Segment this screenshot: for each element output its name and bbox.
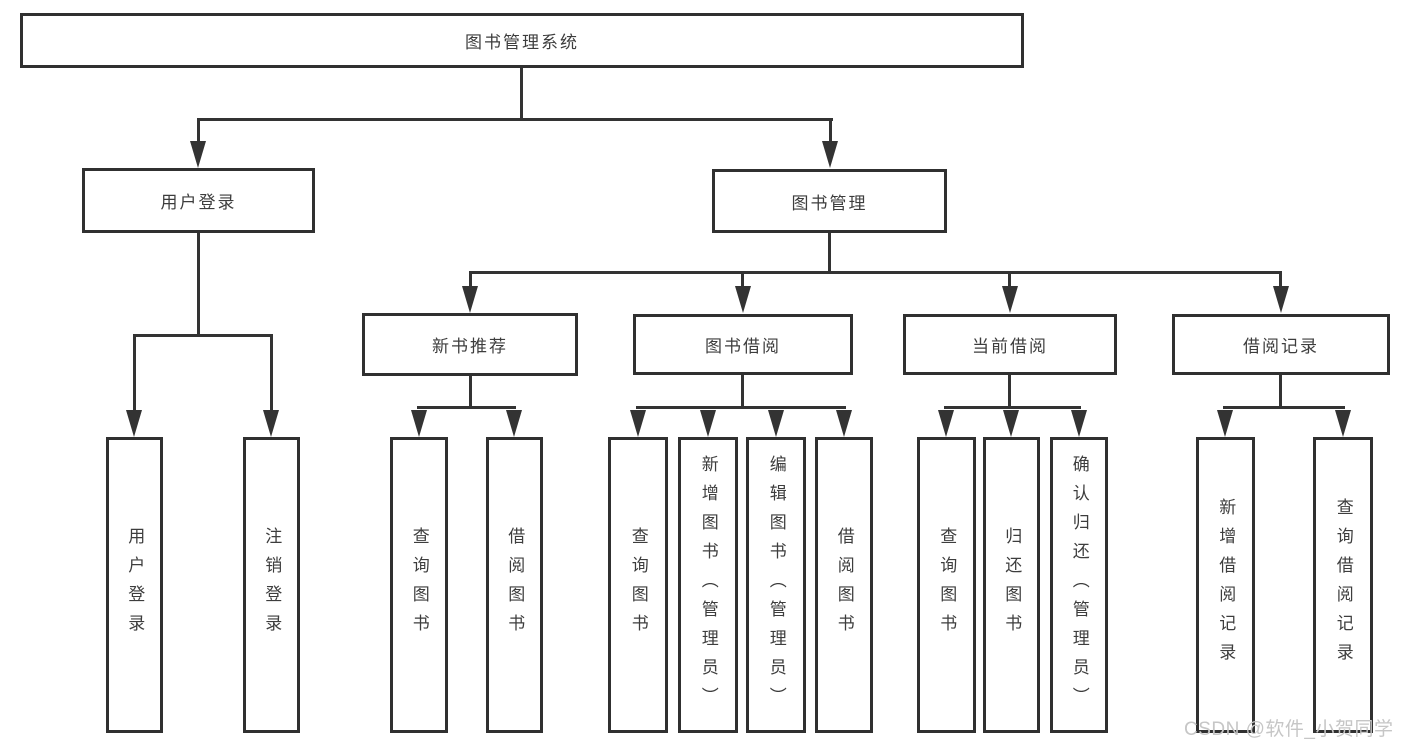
arrowhead-cb-confirm-return <box>1071 410 1087 437</box>
arrowhead-leaf-user-login <box>126 410 142 437</box>
leaf-cb-return-book-label: 归还图书 <box>1002 527 1022 643</box>
connector-user-login-trunk <box>197 233 200 337</box>
connector-stem-borrow-record <box>1279 271 1282 289</box>
node-current-borrow: 当前借阅 <box>903 314 1117 375</box>
leaf-br-add-record-label: 新增借阅记录 <box>1216 498 1236 672</box>
arrowhead-leaf-logout <box>263 410 279 437</box>
arrowhead-rec-borrow-book <box>506 410 522 437</box>
arrowhead-bb-add-book <box>700 410 716 437</box>
arrowhead-br-add-record <box>1217 410 1233 437</box>
connector-current-borrow-hline <box>944 406 1081 409</box>
connector-stem-leaf-logout <box>270 334 273 414</box>
leaf-cb-confirm-return: 确认归还（管理员） <box>1050 437 1108 733</box>
connector-stem-current-borrow <box>1008 271 1011 289</box>
arrowhead-bb-query-book <box>630 410 646 437</box>
arrowhead-borrow-record <box>1273 286 1289 313</box>
leaf-rec-borrow-book: 借阅图书 <box>486 437 543 733</box>
connector-root-trunk <box>520 68 523 121</box>
node-library-management-system-label: 图书管理系统 <box>465 33 579 52</box>
connector-stem-book-borrow <box>741 271 744 289</box>
leaf-br-add-record: 新增借阅记录 <box>1196 437 1255 733</box>
leaf-bb-borrow-book: 借阅图书 <box>815 437 873 733</box>
leaf-bb-query-book: 查询图书 <box>608 437 668 733</box>
connector-new-book-trunk <box>469 376 472 409</box>
connector-current-borrow-trunk <box>1008 375 1011 408</box>
connector-book-borrow-trunk <box>741 375 744 408</box>
leaf-logout-label: 注销登录 <box>262 527 282 643</box>
connector-borrow-record-trunk <box>1279 375 1282 408</box>
arrowhead-cb-return-book <box>1003 410 1019 437</box>
node-book-management: 图书管理 <box>712 169 947 233</box>
node-new-book-recommend: 新书推荐 <box>362 313 578 376</box>
leaf-bb-query-book-label: 查询图书 <box>628 527 648 643</box>
connector-stem-user-login <box>197 118 200 145</box>
connector-stem-new-book <box>469 271 472 289</box>
leaf-user-login: 用户登录 <box>106 437 163 733</box>
leaf-user-login-label: 用户登录 <box>125 527 145 643</box>
leaf-logout: 注销登录 <box>243 437 300 733</box>
connector-borrow-record-hline <box>1223 406 1345 409</box>
arrowhead-bb-edit-book <box>768 410 784 437</box>
connector-book-borrow-hline <box>636 406 846 409</box>
node-book-borrow-label: 图书借阅 <box>705 337 781 356</box>
leaf-bb-borrow-book-label: 借阅图书 <box>834 527 854 643</box>
connector-new-book-hline <box>417 406 516 409</box>
leaf-bb-edit-book: 编辑图书（管理员） <box>746 437 806 733</box>
csdn-watermark: CSDN @软件_小贺同学 <box>1184 719 1394 740</box>
connector-user-login-hline <box>133 334 273 337</box>
arrowhead-user-login <box>190 141 206 168</box>
arrowhead-cb-query-book <box>938 410 954 437</box>
arrowhead-br-query-record <box>1335 410 1351 437</box>
leaf-rec-borrow-book-label: 借阅图书 <box>505 527 525 643</box>
arrowhead-rec-query-book <box>411 410 427 437</box>
connector-stem-leaf-user-login <box>133 334 136 414</box>
node-current-borrow-label: 当前借阅 <box>972 337 1048 356</box>
connector-level1-hline <box>197 118 833 121</box>
connector-level2-hline <box>469 271 1282 274</box>
node-book-management-label: 图书管理 <box>791 193 868 213</box>
node-book-borrow: 图书借阅 <box>633 314 853 375</box>
arrowhead-book-borrow <box>735 286 751 313</box>
arrowhead-bb-borrow-book <box>836 410 852 437</box>
node-borrow-record-label: 借阅记录 <box>1243 337 1319 356</box>
leaf-cb-query-book: 查询图书 <box>917 437 976 733</box>
connector-book-management-trunk <box>828 233 831 274</box>
node-library-management-system: 图书管理系统 <box>20 13 1024 68</box>
node-user-login-label: 用户登录 <box>160 193 237 212</box>
arrowhead-current-borrow <box>1002 286 1018 313</box>
connector-stem-book-management <box>829 118 832 145</box>
leaf-rec-query-book-label: 查询图书 <box>409 527 429 643</box>
leaf-cb-query-book-label: 查询图书 <box>937 527 957 643</box>
leaf-br-query-record-label: 查询借阅记录 <box>1333 498 1353 672</box>
leaf-bb-edit-book-label: 编辑图书（管理员） <box>766 454 786 716</box>
leaf-rec-query-book: 查询图书 <box>390 437 448 733</box>
leaf-br-query-record: 查询借阅记录 <box>1313 437 1373 733</box>
node-borrow-record: 借阅记录 <box>1172 314 1390 375</box>
node-new-book-recommend-label: 新书推荐 <box>432 337 508 356</box>
leaf-bb-add-book-label: 新增图书（管理员） <box>698 454 718 716</box>
leaf-cb-return-book: 归还图书 <box>983 437 1040 733</box>
arrowhead-book-management <box>822 141 838 168</box>
leaf-bb-add-book: 新增图书（管理员） <box>678 437 738 733</box>
node-user-login: 用户登录 <box>82 168 315 233</box>
leaf-cb-confirm-return-label: 确认归还（管理员） <box>1069 454 1089 716</box>
arrowhead-new-book <box>462 286 478 313</box>
